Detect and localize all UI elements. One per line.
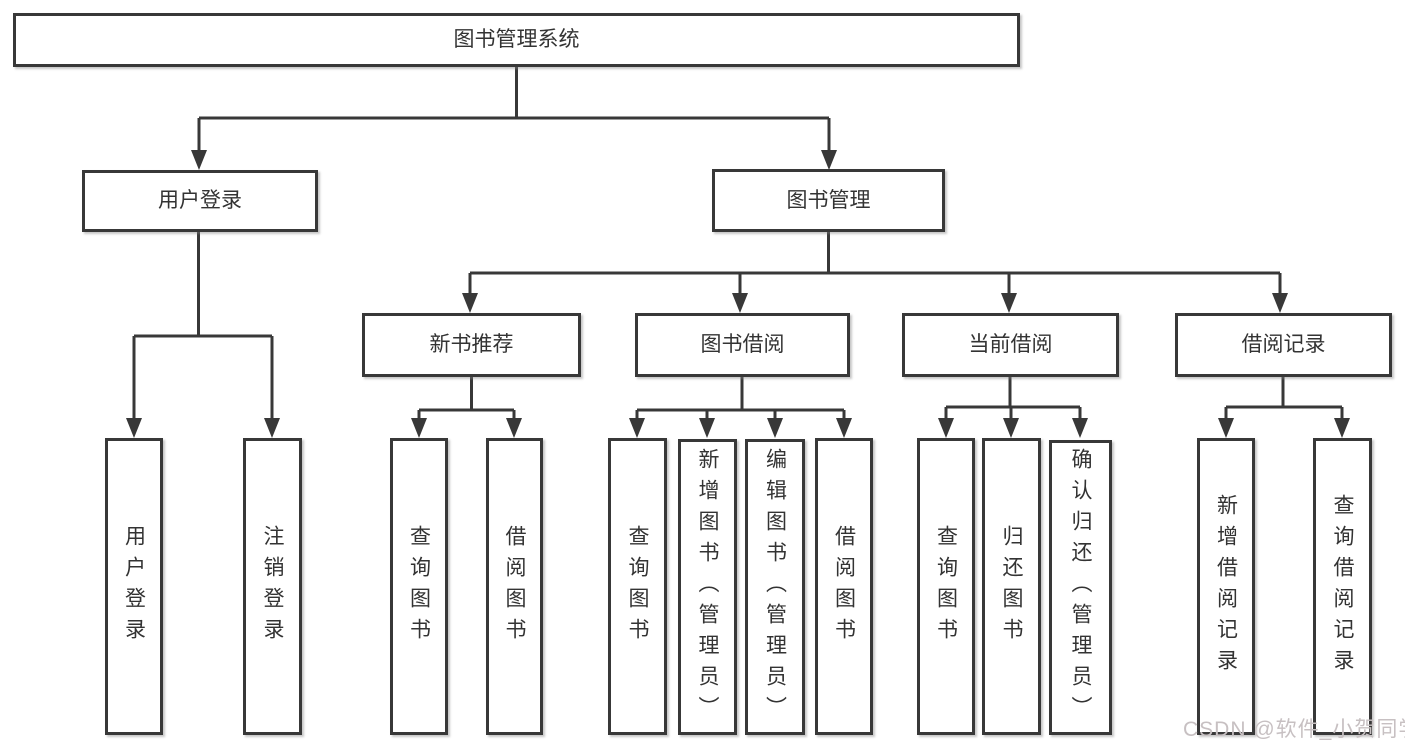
node-label: 图书管理 (786, 188, 871, 212)
node-label: 确认归还（管理员） (1069, 448, 1092, 727)
node-label: 借阅记录 (1241, 333, 1326, 357)
node-label: 借阅图书 (832, 524, 856, 649)
leaf-logout: 注销登录 (243, 438, 302, 735)
leaf-query-books-borrowing: 查询图书 (608, 438, 667, 735)
node-new-book-recommend: 新书推荐 (362, 313, 581, 377)
node-label: 新增图书（管理员） (696, 447, 719, 727)
node-current-borrowing: 当前借阅 (902, 313, 1119, 377)
node-label: 当前借阅 (968, 333, 1053, 357)
leaf-confirm-return-admin: 确认归还（管理员） (1049, 440, 1112, 735)
node-label: 查询借阅记录 (1331, 493, 1354, 680)
node-user-login: 用户登录 (82, 170, 318, 232)
connector-path (132, 67, 1344, 422)
node-book-management: 图书管理 (712, 169, 945, 232)
node-label: 归还图书 (1000, 524, 1023, 649)
node-label: 查询图书 (934, 524, 958, 649)
node-label: 注销登录 (261, 524, 284, 649)
node-library-system: 图书管理系统 (13, 13, 1020, 67)
leaf-borrow-books-borrowing: 借阅图书 (815, 438, 873, 735)
leaf-query-borrow-record: 查询借阅记录 (1313, 438, 1372, 735)
node-label: 借阅图书 (503, 524, 526, 649)
node-label: 新书推荐 (429, 333, 514, 357)
node-label: 图书管理系统 (453, 28, 580, 52)
leaf-return-books: 归还图书 (982, 438, 1041, 735)
leaf-add-books-admin: 新增图书（管理员） (678, 439, 737, 735)
node-label: 编辑图书（管理员） (763, 447, 787, 727)
leaf-query-books-current: 查询图书 (917, 438, 975, 735)
node-book-borrowing: 图书借阅 (635, 313, 850, 377)
leaf-query-books-newbook: 查询图书 (390, 438, 448, 735)
leaf-add-borrow-record: 新增借阅记录 (1197, 438, 1255, 735)
leaf-borrow-books-newbook: 借阅图书 (486, 438, 543, 735)
watermark: CSDN @软件_小贺同学 (1183, 718, 1405, 741)
leaf-user-login: 用户登录 (105, 438, 163, 735)
arrowhead-icon (126, 150, 1350, 438)
node-label: 用户登录 (122, 524, 146, 649)
node-label: 新增借阅记录 (1214, 493, 1238, 680)
node-borrowing-records: 借阅记录 (1175, 313, 1392, 377)
node-label: 查询图书 (407, 524, 431, 649)
leaf-edit-books-admin: 编辑图书（管理员） (745, 439, 805, 735)
node-label: 用户登录 (158, 189, 242, 213)
node-label: 查询图书 (626, 524, 649, 649)
node-label: 图书借阅 (700, 333, 785, 357)
